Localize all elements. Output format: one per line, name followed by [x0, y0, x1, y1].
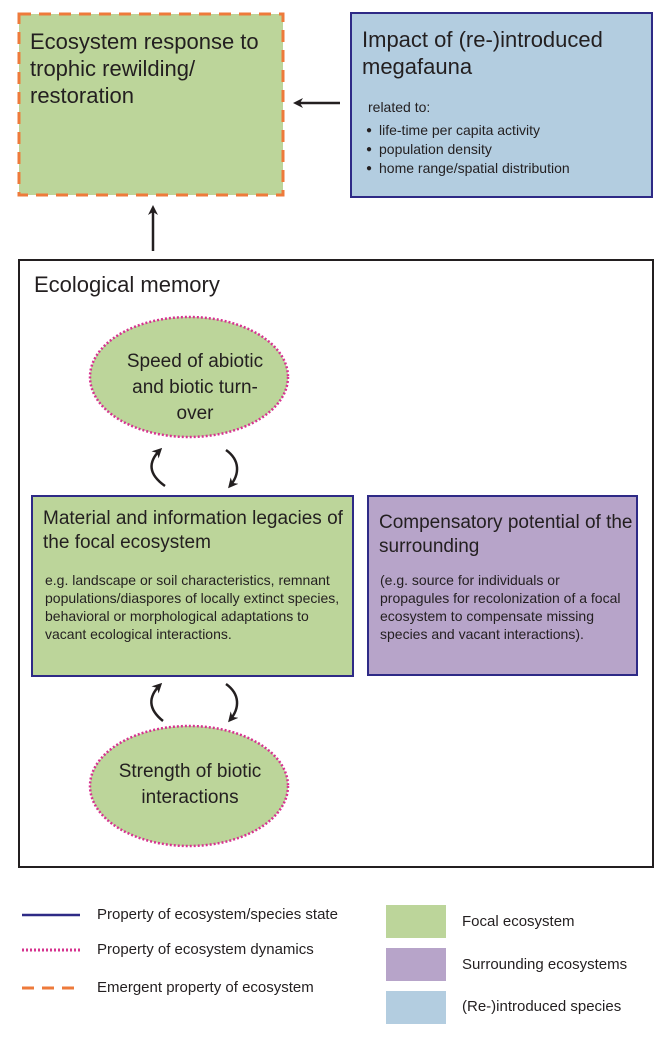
impact-item: population density	[366, 140, 646, 159]
impact-list: life-time per capita activity population…	[366, 121, 646, 178]
compensatory-box: Compensatory potential of the surroundin…	[367, 495, 638, 676]
response-box-title: Ecosystem response to trophic rewilding/…	[30, 29, 259, 108]
legacies-box-title: Material and information legacies of the…	[43, 508, 343, 553]
legend-label-focal: Focal ecosystem	[462, 913, 575, 930]
compensatory-box-body: (e.g. source for individuals or propagul…	[380, 572, 621, 642]
speed-ellipse-text: Speed of abiotic and biotic turn-over	[126, 351, 264, 424]
memory-box: Ecological memory	[18, 259, 654, 868]
legend-label-dynamics: Property of ecosystem dynamics	[97, 941, 314, 958]
strength-ellipse-text: Strength of biotic interactions	[118, 761, 262, 808]
legend-swatch-introduced	[386, 991, 446, 1024]
legend-label-introduced: (Re-)introduced species	[462, 998, 622, 1015]
legend-swatch-surrounding	[386, 948, 446, 981]
memory-box-title: Ecological memory	[34, 272, 220, 297]
impact-item: home range/spatial distribution	[366, 159, 646, 178]
strength-to-legacies-arrow	[150, 682, 164, 722]
speed-to-legacies-arrow	[225, 448, 239, 489]
legacies-box: Material and information legacies of the…	[31, 495, 354, 677]
legend-swatch-focal	[386, 905, 446, 938]
impact-item: life-time per capita activity	[366, 121, 646, 140]
impact-box-title: Impact of (re-)introduced megafauna	[362, 27, 603, 79]
legend-label-surrounding: Surrounding ecosystems	[462, 956, 628, 973]
legend-label-state: Property of ecosystem/species state	[97, 906, 338, 923]
compensatory-box-title: Compensatory potential of the surroundin…	[379, 512, 633, 557]
legend-label-emergent: Emergent property of ecosystem	[97, 979, 314, 996]
legacies-box-body: e.g. landscape or soil characteristics, …	[45, 572, 340, 642]
impact-related-to: related to:	[368, 99, 431, 115]
response-box-shape	[17, 12, 285, 197]
speed-ellipse-shape	[88, 315, 290, 439]
impact-box: Impact of (re-)introduced megafauna rela…	[350, 12, 653, 198]
strength-ellipse-shape	[88, 724, 290, 848]
legacies-to-strength-arrow	[225, 682, 239, 723]
legacies-to-speed-arrow	[150, 447, 166, 488]
